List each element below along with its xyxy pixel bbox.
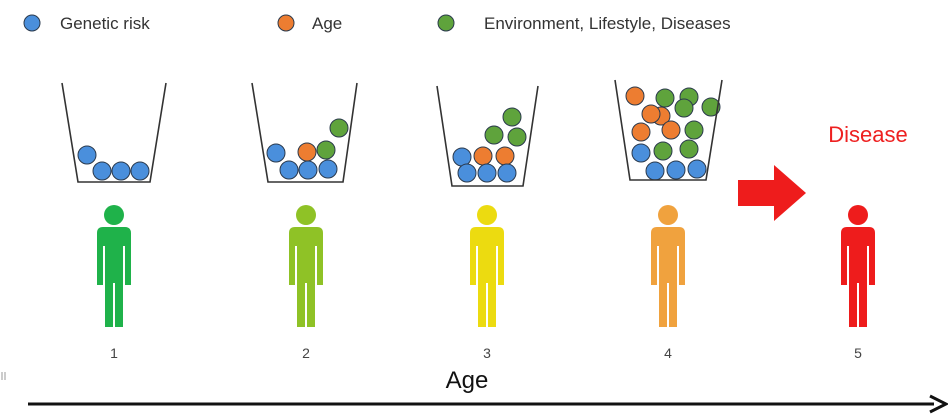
age-ball: [641, 104, 661, 124]
cup-3: [436, 85, 539, 187]
person-icon-3: [470, 205, 504, 327]
environment-ball: [684, 120, 704, 140]
environment-ball: [674, 98, 694, 118]
genetic-risk-ball: [666, 160, 686, 180]
cup-4: [614, 79, 723, 181]
genetic-risk-ball: [298, 160, 318, 180]
stage-number-5: 5: [854, 345, 862, 361]
environment-ball: [329, 118, 349, 138]
legend-environment-icon: [437, 14, 455, 32]
genetic-risk-ball: [92, 161, 112, 181]
environment-ball: [316, 140, 336, 160]
environment-ball: [679, 139, 699, 159]
edge-mark: [1, 372, 6, 380]
cup-outline: [251, 82, 358, 183]
genetic-risk-ball: [318, 159, 338, 179]
stage-numbers: 1 2 3 4 5: [110, 345, 862, 361]
legend-genetic-icon: [23, 14, 41, 32]
environment-ball: [502, 107, 522, 127]
person-icon-4: [651, 205, 685, 327]
legend-age-icon: [277, 14, 295, 32]
environment-ball: [653, 141, 673, 161]
age-ball: [495, 146, 515, 166]
genetic-risk-ball: [452, 147, 472, 167]
stage-number-3: 3: [483, 345, 491, 361]
cup-outline: [614, 79, 723, 181]
person-icon-1: [97, 205, 131, 327]
genetic-risk-ball: [497, 163, 517, 183]
legend-age-label: Age: [312, 14, 342, 33]
genetic-risk-ball: [130, 161, 150, 181]
legend: Genetic risk Age Environment, Lifestyle,…: [23, 14, 731, 33]
age-ball: [297, 142, 317, 162]
genetic-risk-ball: [687, 159, 707, 179]
axis-arrow-head: [929, 394, 948, 414]
axis-label: Age: [446, 367, 489, 394]
genetic-risk-ball: [631, 143, 651, 163]
genetic-risk-ball: [77, 145, 97, 165]
stage-number-4: 4: [664, 345, 672, 361]
genetic-risk-ball: [477, 163, 497, 183]
genetic-risk-ball: [266, 143, 286, 163]
stage-number-1: 1: [110, 345, 118, 361]
cup-1: [61, 82, 167, 183]
environment-ball: [484, 125, 504, 145]
genetic-risk-ball: [645, 161, 665, 181]
axis-arrow: [28, 394, 948, 414]
environment-ball: [701, 97, 721, 117]
environment-ball: [507, 127, 527, 147]
genetic-risk-ball: [279, 160, 299, 180]
age-ball: [661, 120, 681, 140]
stage-number-2: 2: [302, 345, 310, 361]
legend-environment-label: Environment, Lifestyle, Diseases: [484, 14, 731, 33]
person-icon-5: [841, 205, 875, 327]
age-ball: [625, 86, 645, 106]
cups: [61, 79, 723, 187]
cup-outline: [436, 85, 539, 187]
age-ball: [473, 146, 493, 166]
people: [97, 205, 875, 327]
cup-outline: [61, 82, 167, 183]
age-ball: [631, 122, 651, 142]
person-icon-2: [289, 205, 323, 327]
right-arrow-icon: [738, 165, 806, 221]
legend-genetic-label: Genetic risk: [60, 14, 150, 33]
disease-label: Disease: [828, 122, 907, 147]
genetic-risk-ball: [457, 163, 477, 183]
environment-ball: [655, 88, 675, 108]
cup-2: [251, 82, 358, 183]
genetic-risk-ball: [111, 161, 131, 181]
